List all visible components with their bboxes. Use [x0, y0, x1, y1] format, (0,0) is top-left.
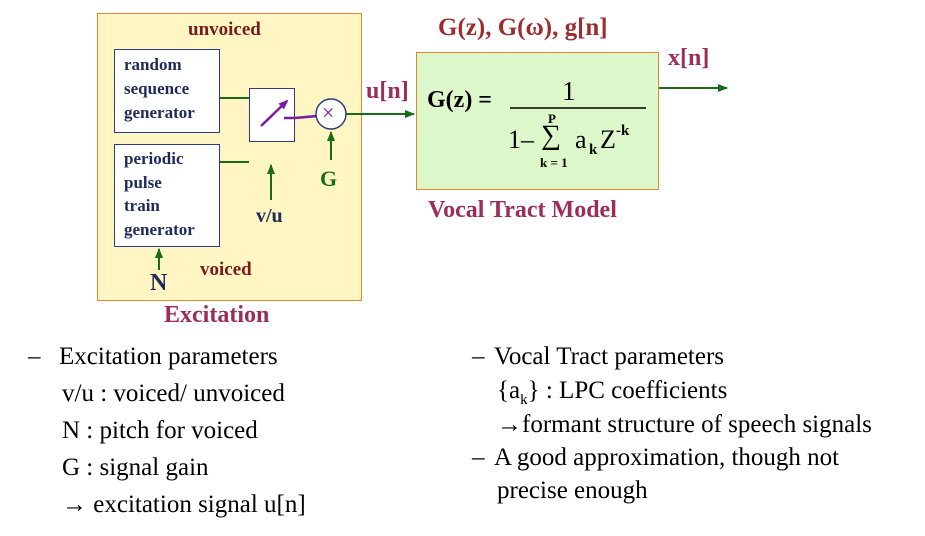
multiply-symbol: × [322, 100, 335, 125]
u-signal-label: u[n] [366, 78, 409, 104]
pitch-n-label: N [150, 270, 168, 296]
random-block-line-1: random [124, 55, 182, 74]
formant-line: →formant structure of speech signals [497, 411, 872, 438]
gain-label: G [320, 166, 338, 191]
voiced-label: voiced [200, 259, 252, 280]
periodic-block-line-3: train [124, 196, 160, 215]
formula-lhs: G(z) = [427, 87, 492, 113]
left-notes-line-2: N : pitch for voiced [62, 417, 258, 444]
formula-numerator: 1 [562, 76, 576, 106]
left-notes-line-3: G : signal gain [62, 454, 209, 481]
right-notes-item-1: Vocal Tract parameters [494, 343, 725, 370]
random-sequence-generator-block [114, 49, 220, 133]
lpc-sub: k [520, 392, 528, 408]
left-notes-line-4: → excitation signal u[n] [62, 491, 306, 518]
formula-term-z-sup: -k [616, 123, 630, 139]
right-notes-item-2-line-1: A good approximation, though not [494, 444, 840, 471]
left-notes-title: Excitation parameters [59, 343, 278, 370]
formula-term-a-sub: k [589, 142, 598, 158]
periodic-block-line-4: generator [124, 220, 195, 239]
switch-lever [260, 99, 289, 127]
left-notes-line-1: v/u : voiced/ unvoiced [62, 380, 285, 407]
vu-label: v/u [256, 205, 283, 227]
formula-term-z: Z [600, 125, 616, 154]
formula-denominator-prefix: 1– [508, 125, 534, 154]
right-notes-dash-2: – [472, 444, 485, 471]
formula-sum-symbol: ∑ [541, 120, 561, 151]
vocal-tract-header: G(z), G(ω), g[n] [438, 14, 608, 41]
random-block-line-3: generator [124, 103, 195, 122]
vocal-tract-box [416, 52, 659, 190]
formula-sum-lower: k = 1 [540, 155, 568, 170]
lpc-open: {a [497, 377, 521, 404]
periodic-block-line-1: periodic [124, 149, 184, 168]
left-notes-dash: – [28, 343, 41, 370]
right-notes-dash-1: – [472, 343, 485, 370]
lpc-close: } : LPC coefficients [527, 377, 728, 404]
vocal-tract-caption: Vocal Tract Model [428, 197, 617, 223]
formula-sum-upper: P [548, 111, 556, 126]
formula-term-a: a [575, 125, 587, 154]
periodic-block-line-2: pulse [124, 173, 162, 192]
unvoiced-label: unvoiced [188, 19, 261, 40]
periodic-pulse-train-generator-block [114, 144, 220, 247]
random-block-line-2: sequence [124, 79, 190, 98]
voiced-unvoiced-switch [249, 88, 295, 142]
excitation-caption: Excitation [164, 302, 270, 328]
right-notes-item-2-line-2: precise enough [497, 477, 648, 504]
x-output-label: x[n] [668, 45, 710, 71]
lpc-coefficients-line: {ak} : LPC coefficients [497, 377, 727, 409]
switch-to-multiplier-wire [294, 114, 318, 120]
